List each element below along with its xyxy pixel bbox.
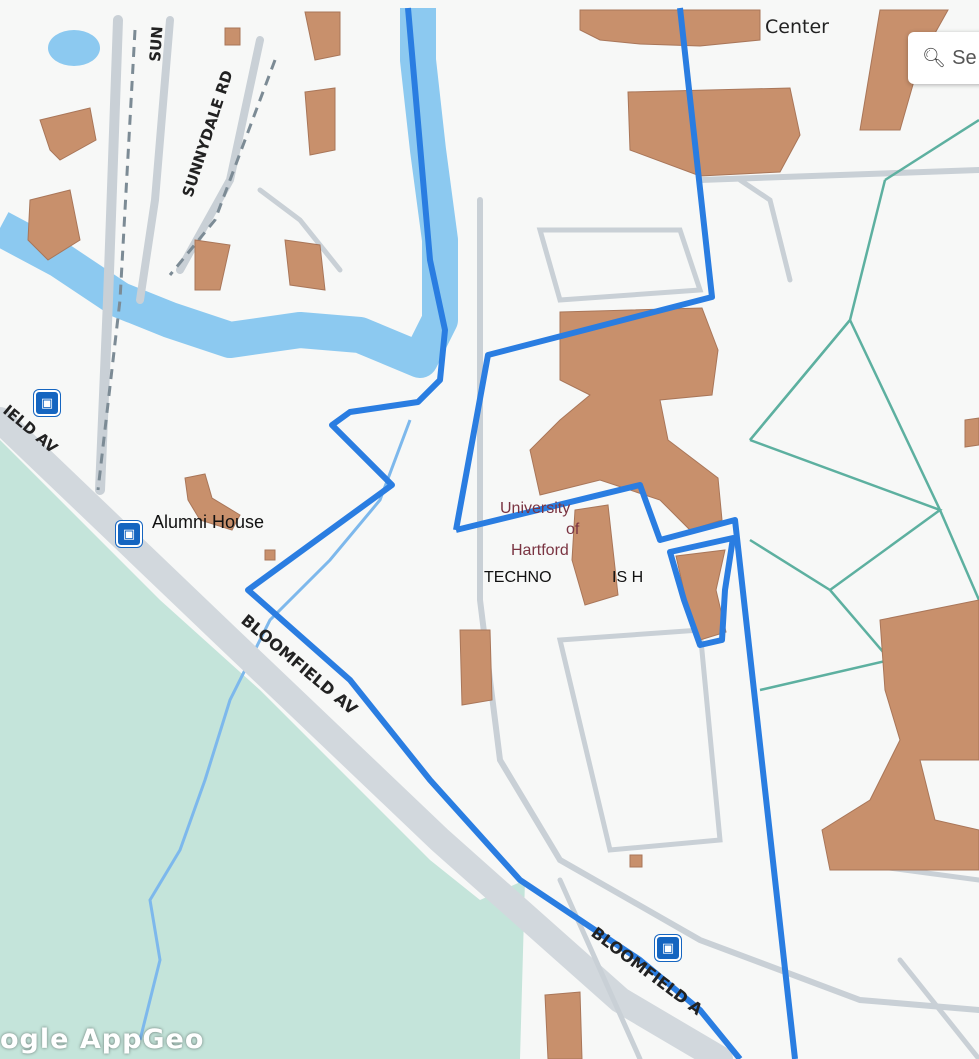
- map-attribution: ogle AppGeo: [0, 1024, 205, 1055]
- river: [0, 8, 458, 378]
- boundary-lines: [245, 7, 798, 1059]
- building-s1: [459, 629, 493, 706]
- building-w2: [27, 189, 81, 261]
- building-n2: [304, 87, 336, 156]
- building-w1: [39, 107, 97, 161]
- building-small-2: [264, 549, 276, 561]
- bus-stop-icon[interactable]: ▣: [34, 390, 60, 416]
- label-university-of: of: [566, 521, 580, 538]
- building-n1: [304, 11, 341, 61]
- label-techno: TECHNO: [484, 569, 552, 586]
- building-center-1: [579, 9, 761, 47]
- bus-stop-icon[interactable]: ▣: [116, 521, 142, 547]
- boundary-inner-building: [667, 535, 736, 648]
- road-label-sun: SUN: [146, 26, 166, 63]
- label-hartford: Hartford: [511, 542, 569, 559]
- search-input[interactable]: 🔍︎ Se: [908, 32, 979, 84]
- footpaths: [749, 118, 979, 692]
- building-tech-wing: [571, 504, 619, 606]
- pond: [48, 30, 100, 66]
- building-e-edge: [964, 417, 979, 448]
- label-ish: IS H: [612, 569, 643, 586]
- label-university: University: [500, 500, 570, 517]
- building-s2: [544, 991, 583, 1059]
- search-placeholder: Se: [952, 46, 977, 69]
- trails: [96, 29, 277, 491]
- search-icon: 🔍︎: [922, 48, 947, 69]
- building-alumni: [184, 473, 241, 531]
- building-small-1: [224, 27, 241, 46]
- boundary-west: [245, 7, 743, 1059]
- bus-stop-icon[interactable]: ▣: [655, 935, 681, 961]
- building-center-2: [627, 87, 801, 177]
- buildings: [27, 9, 979, 1059]
- label-alumni-house: Alumni House: [152, 512, 264, 532]
- building-small-3: [629, 854, 643, 868]
- building-n4: [284, 239, 326, 291]
- boundary-campus-2: [455, 482, 798, 1059]
- building-e1: [821, 599, 979, 871]
- park-area: [0, 440, 525, 1059]
- boundary-campus: [453, 7, 715, 531]
- building-n3: [194, 239, 231, 291]
- stream: [138, 419, 412, 1041]
- label-center: Center: [765, 16, 829, 38]
